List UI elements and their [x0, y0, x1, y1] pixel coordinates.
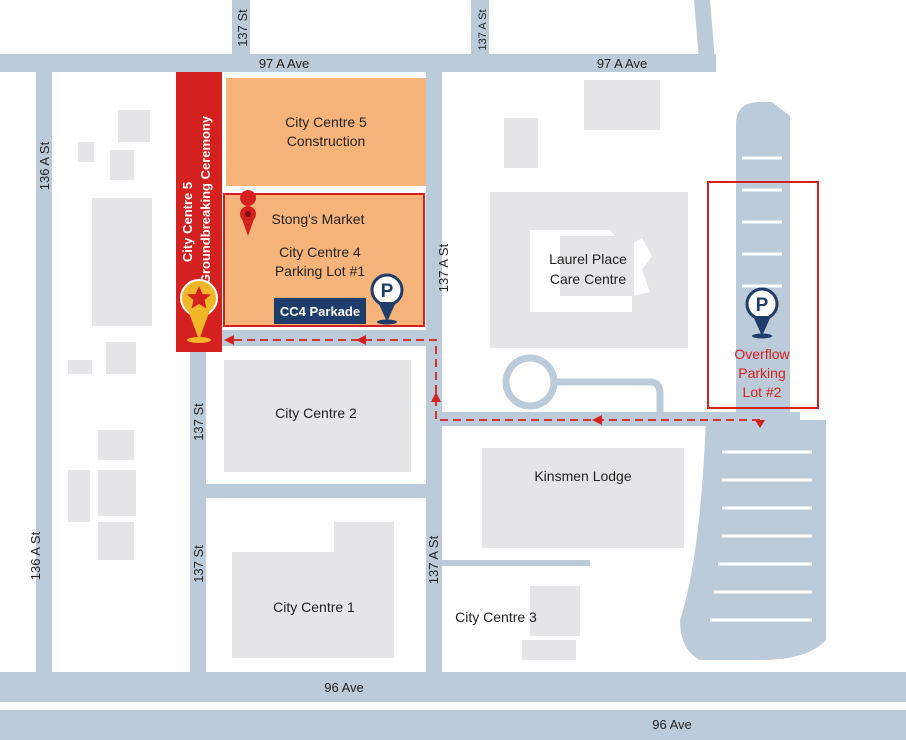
svg-text:P: P	[756, 295, 769, 316]
label-cc4-line2: Parking Lot #1	[275, 263, 365, 279]
label-city-centre-3: City Centre 3	[455, 609, 537, 625]
road-136a-st	[36, 54, 52, 674]
label-kinsmen-lodge: Kinsmen Lodge	[534, 468, 632, 484]
road-137a-st-top	[471, 0, 489, 60]
label-overflow-line1: Overflow	[734, 346, 790, 362]
road-cc4-connector	[200, 330, 440, 346]
street-137a-st-lower: 137 A St	[426, 535, 441, 584]
cc4-parkade-label: CC4 Parkade	[280, 304, 360, 319]
street-136a-st-upper: 136 A St	[37, 141, 52, 190]
driveway-loop	[554, 378, 664, 414]
building-kinsmen-lodge	[482, 448, 684, 548]
map-pin-icon	[240, 190, 257, 236]
building-city-centre-1	[232, 522, 394, 658]
route-arrows	[224, 335, 765, 428]
parking-pin-icon: P	[370, 273, 404, 325]
svg-text:P: P	[381, 281, 394, 302]
road-cc2-cc1	[200, 484, 434, 498]
label-city-centre-1: City Centre 1	[273, 599, 355, 615]
label-cc4-line1: City Centre 4	[279, 244, 361, 260]
street-96-ave-outer: 96 Ave	[652, 717, 692, 732]
label-cc5-line1: City Centre 5	[285, 114, 367, 130]
street-137a-st-top: 137 A St	[477, 10, 489, 51]
road-137-st	[190, 340, 206, 674]
road-137a-st	[426, 68, 442, 674]
street-136a-st-lower: 136 A St	[28, 531, 43, 580]
label-cc5-line2: Construction	[287, 133, 366, 149]
street-137-st-mid: 137 St	[191, 403, 206, 441]
label-overflow-line2: Parking	[738, 365, 785, 381]
ceremony-banner-line1: City Centre 5	[180, 182, 195, 262]
label-laurel-line1: Laurel Place	[549, 251, 627, 267]
cc4-parkade-badge	[274, 298, 366, 324]
parking-stripes	[710, 156, 812, 622]
building-city-centre-5	[226, 78, 426, 186]
road-top-right	[694, 0, 716, 72]
road-96-ave-inner	[0, 672, 906, 702]
lower-parking-lot	[680, 420, 826, 660]
label-stongs-market: Stong's Market	[272, 211, 365, 227]
label-laurel-line2: Care Centre	[550, 271, 626, 287]
overflow-parking-box	[707, 181, 819, 409]
building-city-centre-2	[224, 360, 411, 472]
road-97a-ave	[0, 54, 716, 72]
label-city-centre-2: City Centre 2	[275, 405, 357, 421]
street-137-st-lower: 137 St	[191, 545, 206, 583]
street-137a-st-mid: 137 A St	[436, 243, 451, 292]
ceremony-banner-line2: Groundbreaking Ceremony	[198, 115, 213, 284]
road-small-east	[440, 560, 590, 566]
laurel-inner-block	[560, 236, 634, 296]
label-overflow-line3: Lot #2	[743, 384, 782, 400]
street-97a-ave-right: 97 A Ave	[597, 56, 647, 71]
road-96-ave-outer	[0, 710, 906, 740]
street-97a-ave-left: 97 A Ave	[259, 56, 309, 71]
driveway-circle	[502, 354, 558, 410]
overflow-parking-pin-icon: P	[745, 287, 779, 339]
star-pin-icon	[180, 279, 218, 343]
street-96-ave-inner: 96 Ave	[324, 680, 364, 695]
grey-buildings	[68, 80, 688, 660]
road-137-st-top	[232, 0, 250, 60]
street-137-st-top: 137 St	[235, 9, 250, 47]
